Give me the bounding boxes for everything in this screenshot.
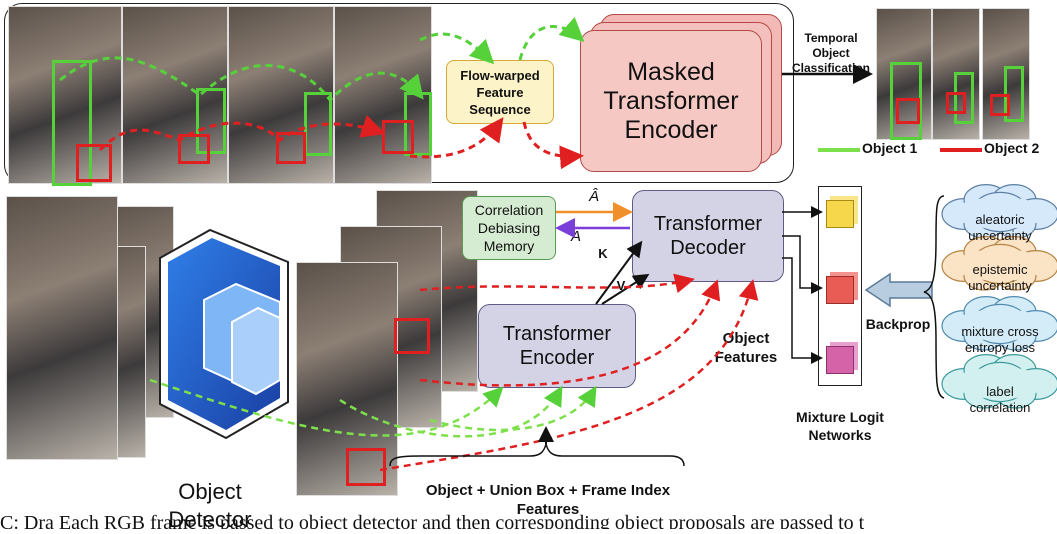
masked-encoder-label: Masked Transformer Encoder (603, 57, 739, 144)
cloud-shape (941, 184, 1057, 239)
cloud-shape (941, 354, 1057, 409)
object2-box (946, 92, 966, 114)
cloud-text: aleatoric uncertainty (968, 212, 1032, 243)
object2-box (990, 94, 1010, 116)
logit-cube-red (826, 276, 854, 304)
flow-warped-label: Flow-warped Feature Sequence (460, 67, 540, 117)
object1-box (196, 88, 226, 154)
cloud-text: mixture cross entropy loss (961, 324, 1039, 355)
temporal-classification-label: Temporal Object Classification (788, 16, 874, 76)
object2-box (394, 318, 430, 354)
a-hat-label: Â (588, 188, 599, 205)
object-features-label: Object Features (706, 310, 786, 367)
cloud-text: epistemic uncertainty (968, 262, 1032, 293)
legend-object2-swatch (940, 148, 982, 152)
object2-box (178, 134, 210, 164)
correlation-memory-label: Correlation Debiasing Memory (474, 202, 544, 254)
legend-object1-swatch (818, 148, 860, 152)
transformer-encoder-label: Transformer Encoder (502, 323, 612, 369)
input-features-text: Object + Union Box + Frame Index Feature… (425, 482, 671, 518)
a-label: A (570, 228, 581, 245)
object1-box (890, 62, 922, 140)
object2-box (346, 448, 386, 486)
object1-box (954, 72, 974, 124)
legend-object1-label: Object 1 (862, 140, 918, 156)
object-detector-text: Object Detector (168, 479, 252, 532)
cloud-shape (941, 296, 1057, 351)
temporal-classification-text: Temporal Object Classification (791, 31, 871, 75)
legend-object2-label: Object 2 (984, 140, 1040, 156)
object2-box (896, 98, 920, 124)
transformer-encoder-box: Transformer Encoder (478, 304, 636, 388)
masked-encoder-box: Masked Transformer Encoder (580, 30, 762, 172)
logit-cube-pink (826, 346, 854, 374)
cloud-label-aleatoric: aleatoric uncertainty (948, 196, 1052, 244)
input-features-label: Object + Union Box + Frame Index Feature… (398, 462, 698, 519)
transformer-decoder-label: Transformer Decoder (653, 213, 763, 259)
output-frame-1 (876, 8, 932, 140)
object-features-text: Object Features (714, 330, 778, 366)
cloud-shape (941, 236, 1057, 291)
cloud-label-correlation: label correlation (948, 368, 1052, 416)
flow-warped-box: Flow-warped Feature Sequence (446, 60, 554, 124)
top-frame-2 (122, 6, 228, 184)
mixture-logit-label: Mixture Logit Networks (782, 390, 898, 444)
cloud-label-mixture: mixture cross entropy loss (948, 308, 1052, 356)
object2-box (76, 144, 112, 182)
cloud-label-epistemic: epistemic uncertainty (948, 246, 1052, 294)
caption-fragment: C: Dra Each RGB frame is passed to objec… (0, 512, 865, 529)
object-detector-label: Object Detector (150, 450, 270, 534)
backprop-label: Backprop (865, 316, 931, 332)
logit-cube-yellow (826, 200, 854, 228)
cloud-text: label correlation (969, 384, 1031, 415)
object1-box (304, 92, 332, 156)
mixture-logit-text: Mixture Logit Networks (796, 409, 884, 443)
k-label: K (598, 246, 608, 261)
object1-box (52, 60, 92, 186)
detector-frame-1 (6, 196, 118, 460)
v-label: V (616, 278, 626, 293)
